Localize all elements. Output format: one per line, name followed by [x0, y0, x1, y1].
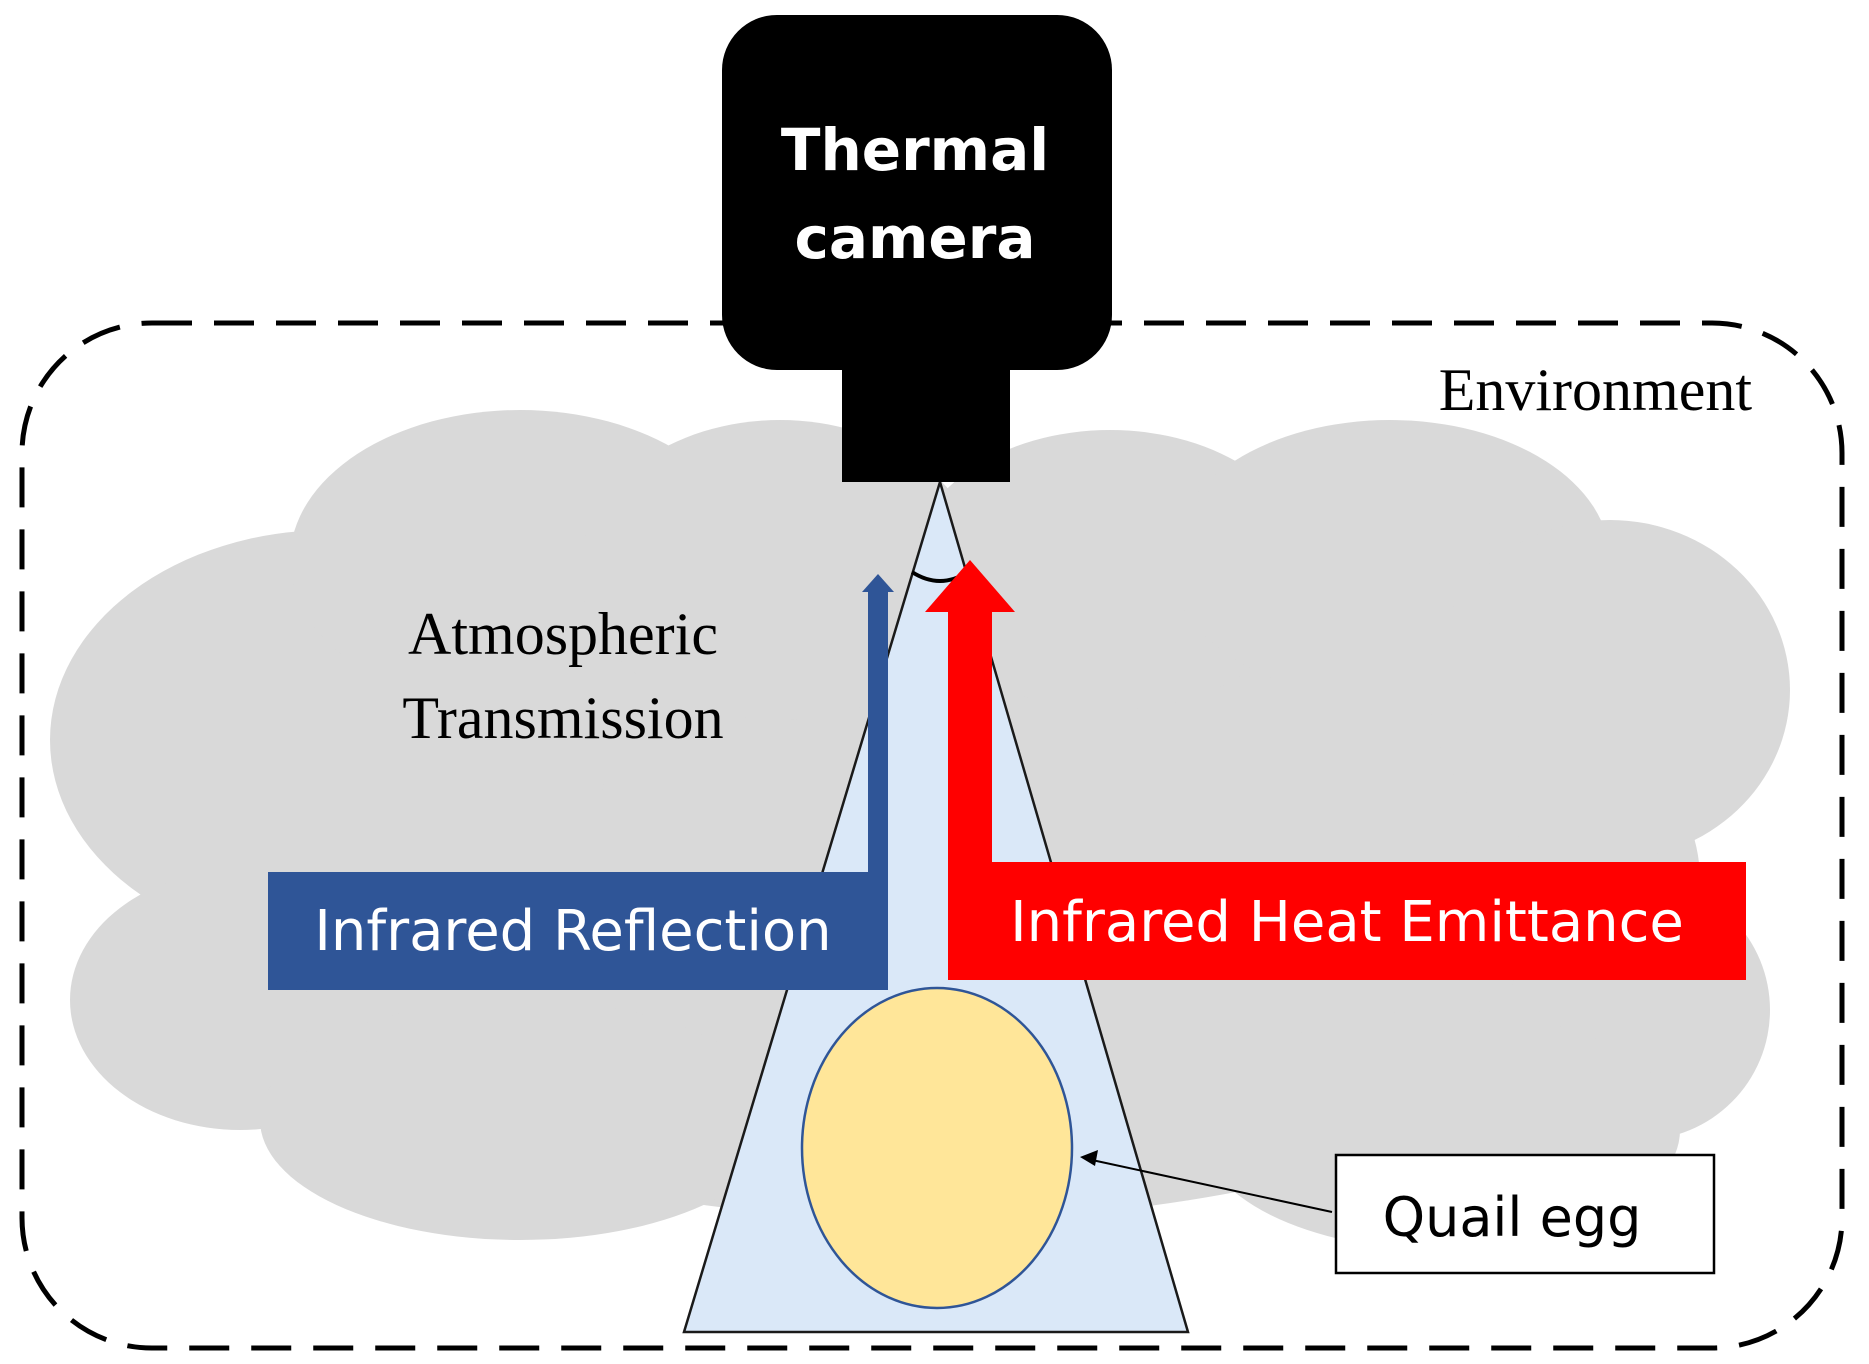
camera-body — [722, 15, 1112, 370]
thermal-camera — [722, 15, 1112, 482]
egg-label: Quail egg — [1383, 1186, 1642, 1249]
quail-egg — [800, 986, 1074, 1310]
reflection-label-box — [268, 872, 888, 990]
atmospheric-label-line2: Transmission — [402, 685, 723, 751]
camera-lens — [842, 355, 1010, 482]
egg-label-box — [1334, 1153, 1716, 1275]
camera-label-line1: Thermal — [781, 116, 1049, 184]
emittance-label-box — [948, 862, 1746, 980]
camera-label-line2: camera — [794, 204, 1035, 272]
atmospheric-label-line1: Atmospheric — [408, 601, 718, 667]
environment-label: Environment — [1439, 357, 1753, 423]
reflection-label: Infrared Reflection — [314, 899, 831, 964]
egg-pointer-arrowhead — [1080, 1150, 1098, 1166]
emittance-arrow — [925, 560, 1746, 980]
emittance-label: Infrared Heat Emittance — [1010, 890, 1684, 955]
egg-pointer-line — [1091, 1159, 1333, 1213]
reflection-arrow — [268, 574, 894, 990]
